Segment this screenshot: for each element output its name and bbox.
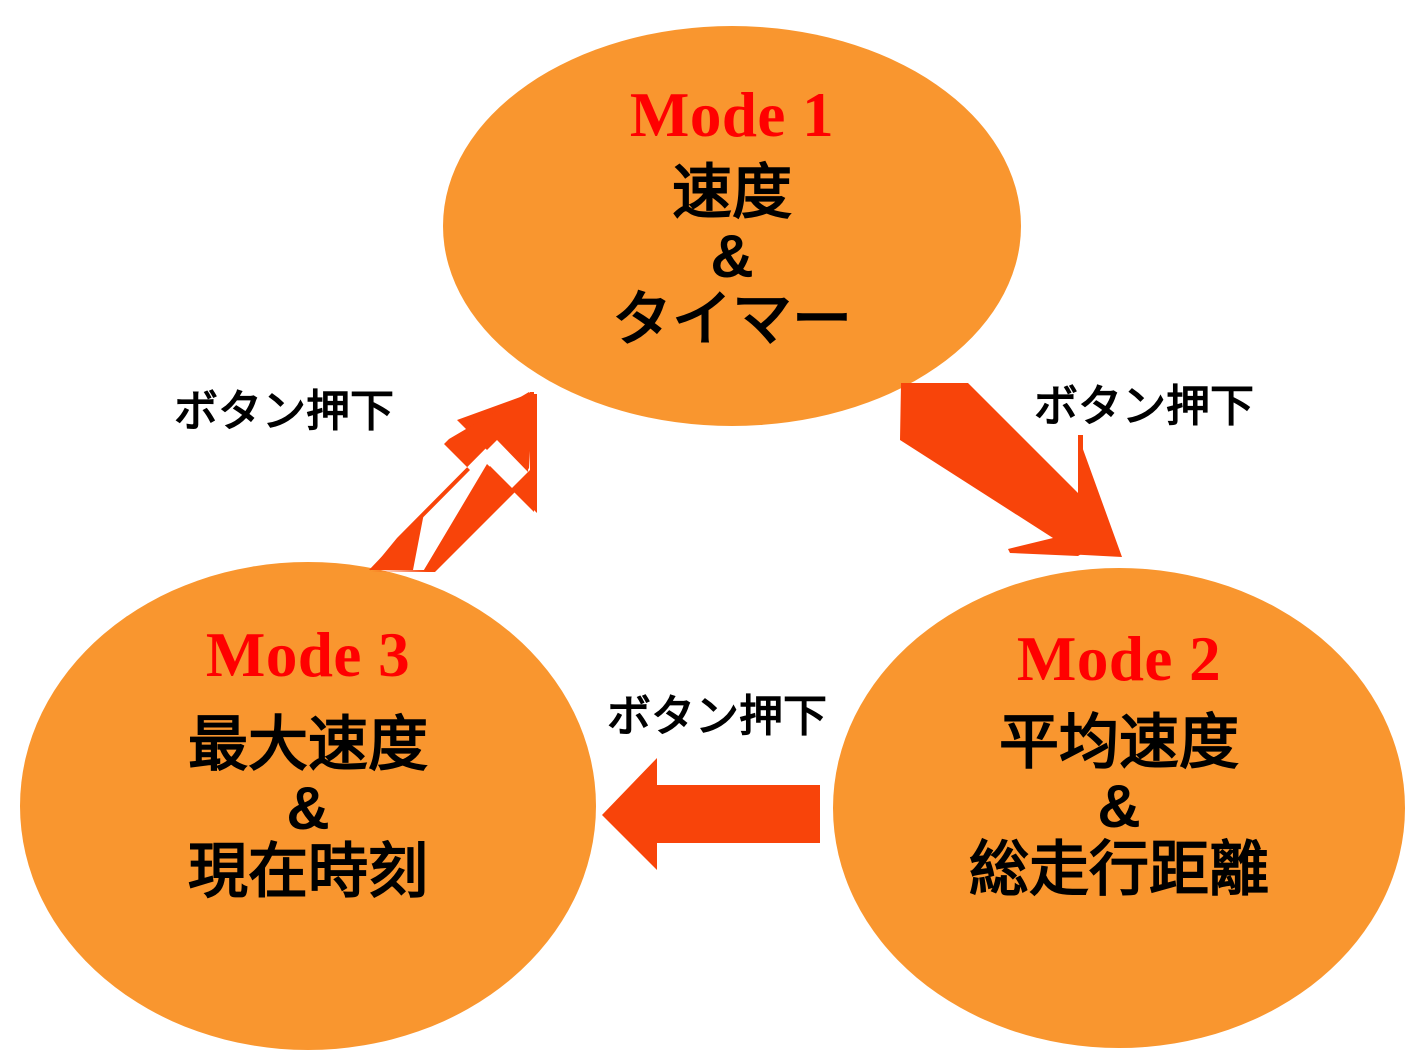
arrow-mode1-to-mode2 [900,383,1122,557]
node-ellipse-mode1[interactable] [443,26,1021,426]
node-mode2-title: Mode 2 [1016,624,1222,694]
node-mode1[interactable]: Mode 1 速度 & タイマー [443,26,1021,426]
node-mode2[interactable]: Mode 2 平均速度 & 総走行距離 [833,568,1405,1048]
node-ellipse-mode2[interactable] [833,568,1405,1048]
node-mode2-body: 平均速度 & 総走行距離 [969,709,1269,904]
node-mode3-title: Mode 3 [205,620,411,690]
node-mode1-title: Mode 1 [629,80,835,150]
arrow-mode3-to-mode1 [369,392,537,572]
node-ellipse-mode3[interactable] [20,562,596,1050]
node-mode1-body: 速度 & タイマー [612,159,852,354]
edge-label-mode1-to-mode2: ボタン押下 [1034,382,1254,431]
edge-label-mode3-to-mode1: ボタン押下 [174,387,394,436]
arrow-mode2-to-mode3 [602,758,820,870]
node-mode3-body: 最大速度 & 現在時刻 [188,711,428,906]
node-mode3[interactable]: Mode 3 最大速度 & 現在時刻 [20,562,596,1050]
edge-label-mode2-to-mode3: ボタン押下 [607,692,827,741]
